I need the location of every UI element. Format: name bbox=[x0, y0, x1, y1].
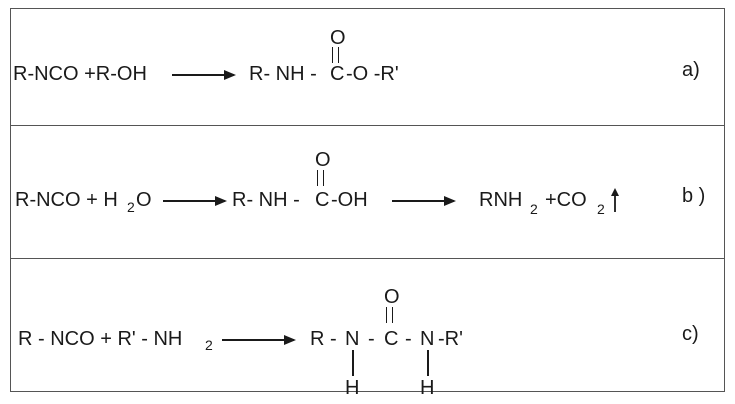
reaction-c-arrow bbox=[222, 335, 296, 345]
reaction-c-n2: N bbox=[420, 328, 435, 350]
reaction-a-reactants: R-NCO +R-OH bbox=[13, 63, 147, 85]
reaction-b-reactants: R-NCO + H bbox=[15, 189, 118, 211]
reaction-a-carbon: C bbox=[330, 63, 345, 85]
reaction-b-final-co: +CO bbox=[545, 189, 587, 211]
separator-1 bbox=[10, 125, 725, 126]
reaction-c-nh-bond-1 bbox=[352, 350, 354, 376]
reaction-b-arrow-1 bbox=[163, 196, 227, 206]
gas-evolution-arrow-icon bbox=[611, 188, 619, 212]
separator-2 bbox=[10, 258, 725, 259]
reaction-b-label: b ) bbox=[682, 185, 706, 207]
reaction-b-oxygen-reactant: O bbox=[136, 189, 152, 211]
reaction-a-arrow bbox=[172, 70, 236, 80]
reaction-a-double-bond bbox=[332, 47, 339, 63]
reaction-a-product-right: -O -R' bbox=[346, 63, 399, 85]
reaction-a-label: a) bbox=[682, 59, 700, 81]
diagram-frame bbox=[10, 8, 725, 392]
reaction-c-carbon: C bbox=[384, 328, 399, 350]
reaction-a-product-left: R- NH - bbox=[249, 63, 317, 85]
reaction-b-final-sub2: 2 bbox=[597, 201, 605, 217]
reaction-b-carbon: C bbox=[315, 189, 330, 211]
reaction-c-label: c) bbox=[682, 323, 699, 345]
reaction-c-dash2: - bbox=[405, 328, 412, 350]
reaction-b-double-bond bbox=[317, 170, 324, 186]
reaction-c-r: R - bbox=[310, 328, 337, 350]
reaction-c-reactants: R - NCO + R' - NH bbox=[18, 328, 183, 350]
reaction-c-right: -R' bbox=[438, 328, 463, 350]
reaction-b-final-rnh: RNH bbox=[479, 189, 523, 211]
reaction-c-n1: N bbox=[345, 328, 360, 350]
reaction-b-product-left: R- NH - bbox=[232, 189, 300, 211]
reaction-c-oxygen: O bbox=[384, 286, 400, 308]
reaction-c-subscript: 2 bbox=[205, 337, 213, 353]
reaction-c-h2: H bbox=[420, 377, 435, 399]
reaction-c-nh-bond-2 bbox=[427, 350, 429, 376]
reaction-b-subscript: 2 bbox=[127, 199, 135, 215]
reaction-b-product-right: -OH bbox=[331, 189, 368, 211]
reaction-c-dash1: - bbox=[368, 328, 375, 350]
reaction-b-final-sub1: 2 bbox=[530, 201, 538, 217]
reaction-a-oxygen: O bbox=[330, 27, 346, 49]
reaction-c-double-bond bbox=[386, 307, 393, 323]
reaction-b-oxygen: O bbox=[315, 149, 331, 171]
reaction-c-h1: H bbox=[345, 377, 360, 399]
reaction-b-arrow-2 bbox=[392, 196, 456, 206]
